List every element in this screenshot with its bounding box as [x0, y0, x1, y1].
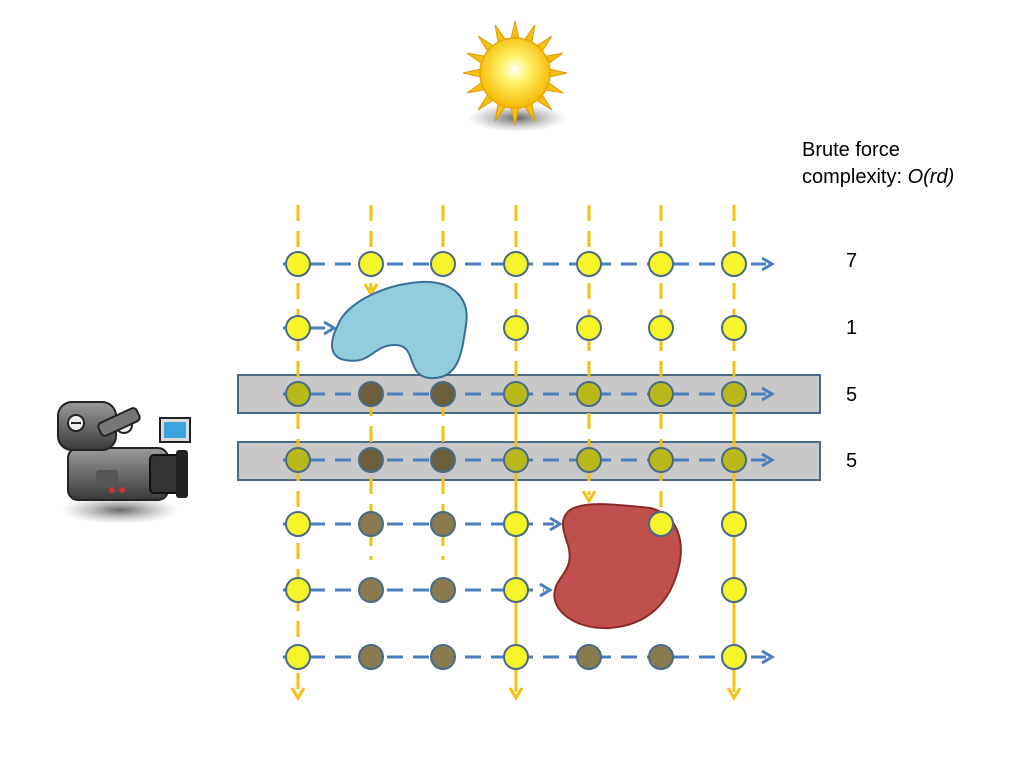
row-count-4: 5: [846, 450, 858, 472]
sample-point: [576, 251, 602, 277]
sample-point: [285, 511, 311, 537]
video-camera-icon: [57, 401, 191, 524]
view-ray-arrow: [761, 386, 775, 402]
sample-point: [430, 447, 456, 473]
sample-point: [285, 315, 311, 341]
sample-point: [285, 381, 311, 407]
sample-point: [285, 644, 311, 670]
title-line-1: Brute force: [802, 139, 900, 161]
sample-point: [503, 577, 529, 603]
sample-point: [430, 381, 456, 407]
sample-point: [503, 381, 529, 407]
row-count-3: 5: [846, 384, 858, 406]
sample-point: [358, 577, 384, 603]
view-ray-arrow: [761, 649, 775, 665]
sample-point: [503, 447, 529, 473]
sample-point: [430, 251, 456, 277]
sample-point: [576, 381, 602, 407]
sample-point: [285, 577, 311, 603]
light-ray-arrow: [581, 490, 597, 504]
view-ray-arrow: [549, 516, 563, 532]
sample-point: [721, 511, 747, 537]
blue-obstacle: [331, 280, 468, 380]
sun-icon: [462, 20, 568, 132]
sample-point: [648, 644, 674, 670]
sample-point: [721, 381, 747, 407]
sample-points: [285, 251, 747, 670]
sample-point: [721, 644, 747, 670]
sample-point: [503, 315, 529, 341]
light-ray-arrow: [726, 687, 742, 701]
light-ray-arrow: [508, 687, 524, 701]
sample-point: [503, 644, 529, 670]
sample-point: [358, 511, 384, 537]
view-ray-arrow: [323, 320, 337, 336]
red-obstacle: [553, 503, 682, 630]
sun-ray: [510, 20, 520, 40]
sample-point: [721, 251, 747, 277]
sample-point: [285, 447, 311, 473]
sample-point: [358, 381, 384, 407]
sample-point: [648, 251, 674, 277]
sample-point: [576, 447, 602, 473]
view-ray-arrow: [539, 582, 553, 598]
complexity-title: Brute force complexity: O(rd): [802, 137, 954, 191]
light-ray-arrow: [290, 687, 306, 701]
row-count-1: 7: [846, 250, 858, 272]
sample-point: [285, 251, 311, 277]
sample-point: [648, 511, 674, 537]
title-line-2-prefix: complexity:: [802, 166, 908, 188]
sample-point: [358, 251, 384, 277]
complexity-formula: O(rd): [907, 166, 955, 188]
sample-point: [648, 315, 674, 341]
sample-point: [721, 315, 747, 341]
sample-point: [430, 577, 456, 603]
sample-point: [430, 644, 456, 670]
sample-point: [721, 447, 747, 473]
view-ray-arrow: [761, 256, 775, 272]
sample-point: [576, 644, 602, 670]
sample-point: [503, 511, 529, 537]
sample-point: [430, 511, 456, 537]
sample-point: [576, 315, 602, 341]
sun-ray: [462, 68, 482, 78]
sample-point: [648, 447, 674, 473]
sample-point: [648, 381, 674, 407]
sample-point: [721, 577, 747, 603]
sample-point: [358, 447, 384, 473]
view-ray-arrow: [761, 452, 775, 468]
sample-point: [503, 251, 529, 277]
sample-point: [358, 644, 384, 670]
row-count-2: 1: [846, 317, 858, 339]
sun-ray: [548, 68, 568, 78]
